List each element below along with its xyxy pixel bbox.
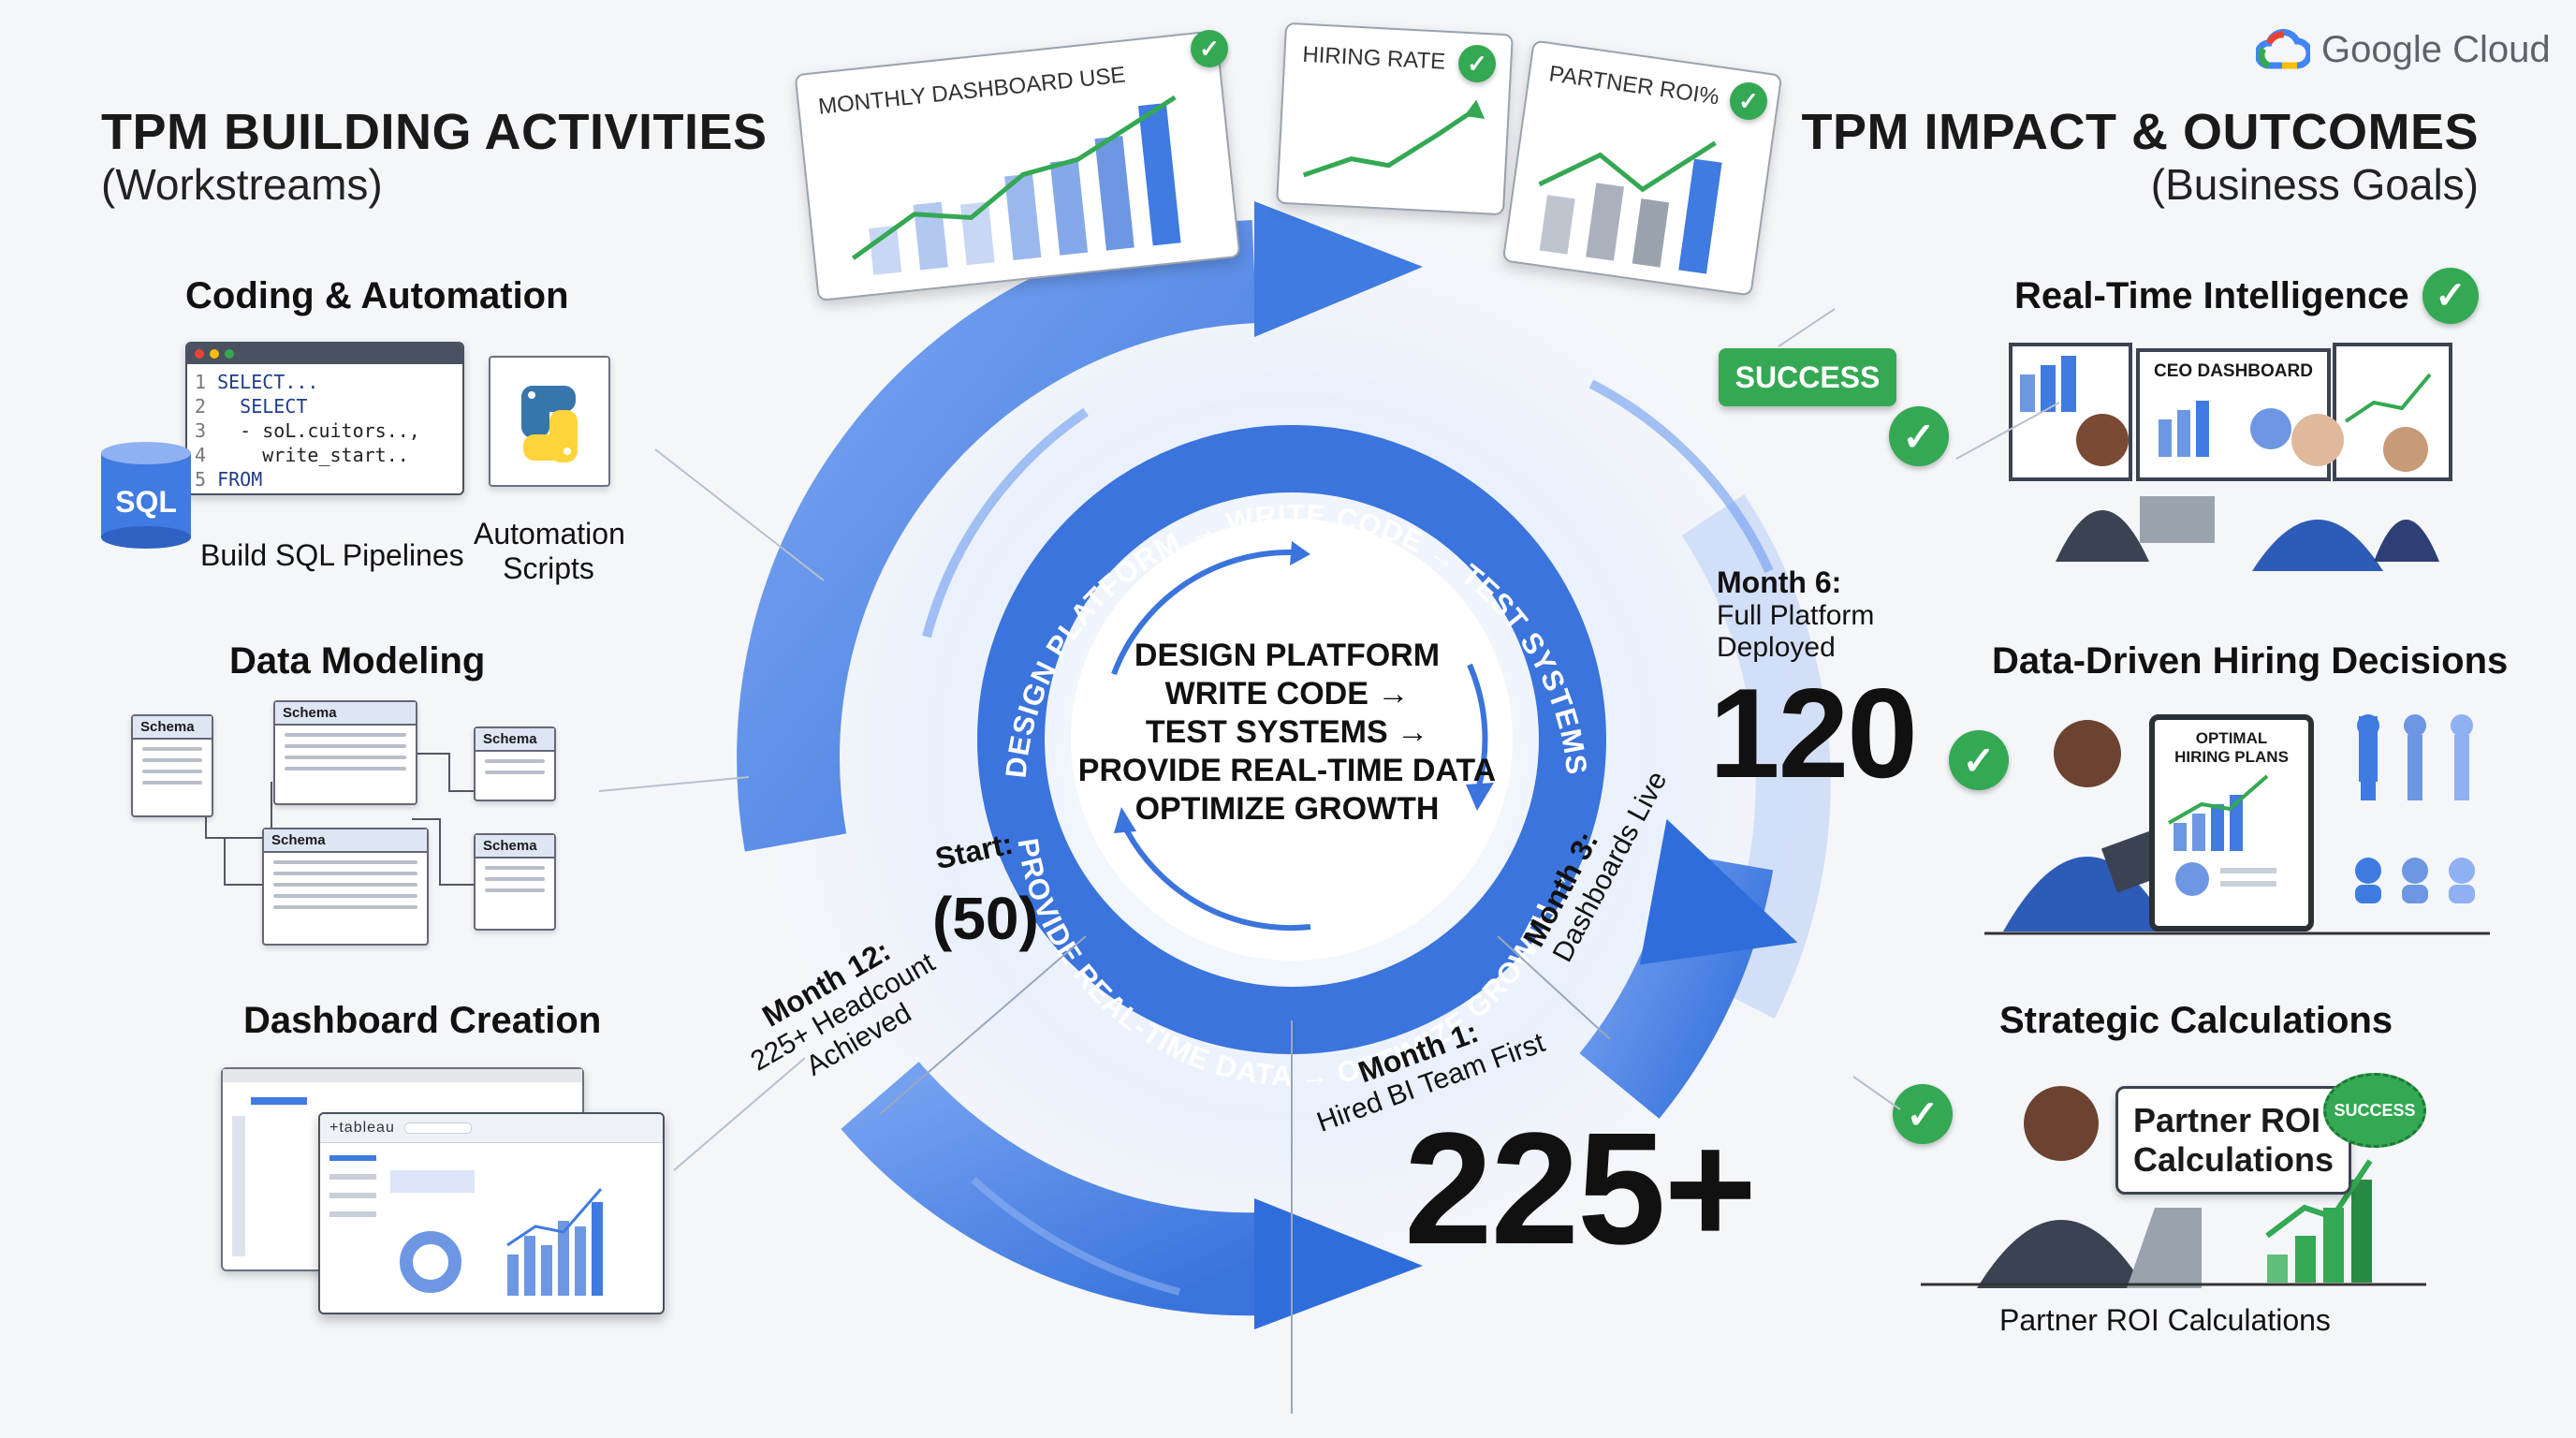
check-icon: ✓: [1730, 82, 1767, 120]
hiring-plans-line-1: OPTIMAL: [2195, 729, 2268, 747]
m6-text-1: Full Platform: [1717, 600, 1875, 631]
code-line: 2 SELECT: [195, 395, 308, 418]
python-file-icon: [489, 356, 610, 487]
dashboard-preview-chart: [390, 1170, 603, 1296]
m6-text-2: Deployed: [1717, 632, 1836, 663]
sql-badge: SQL: [115, 485, 177, 519]
schema-table: Schema: [273, 700, 417, 805]
cycle-center-text: DESIGN PLATFORM WRITE CODE → TEST SYSTEM…: [1062, 637, 1512, 829]
center-line-1: DESIGN PLATFORM: [1134, 638, 1441, 673]
dashboard-window-front: +tableau: [318, 1112, 665, 1314]
center-line-3: TEST SYSTEMS →: [1145, 714, 1429, 750]
schema-table: Schema: [262, 828, 429, 946]
automation-caption-2: Scripts: [503, 551, 594, 585]
m6-title: Month 6:: [1717, 565, 1842, 599]
outer-arc-left: [737, 220, 1257, 852]
data-modeling-title: Data Modeling: [229, 640, 486, 682]
schema-table: Schema: [131, 714, 213, 817]
code-lines: 1 SELECT... 2 SELECT 3 - soL.cuitors.., …: [187, 364, 462, 493]
strategic-title: Strategic Calculations: [1999, 1000, 2393, 1041]
code-line: 1 SELECT...: [195, 371, 319, 393]
search-bar: [403, 1123, 472, 1134]
outer-arc-bottom: [841, 1061, 1266, 1316]
partner-roi-chart: [1538, 140, 1722, 274]
code-line: 5 FROM: [195, 468, 263, 491]
hiring-tablet: OPTIMAL HIRING PLANS: [2149, 714, 2314, 932]
cloud-icon: [2256, 29, 2310, 69]
close-dot-icon: [195, 349, 204, 359]
center-line-4: PROVIDE REAL-TIME DATA: [1077, 753, 1497, 788]
code-editor-window: 1 SELECT... 2 SELECT 3 - soL.cuitors.., …: [185, 342, 464, 495]
google-cloud-logo: Google Cloud: [2256, 28, 2551, 71]
automation-caption: Automation Scripts: [474, 517, 625, 586]
coding-title: Coding & Automation: [185, 275, 569, 316]
hiring-title: Data-Driven Hiring Decisions: [1992, 640, 2509, 682]
schema-table: Schema: [474, 726, 556, 801]
partner-roi-card: PARTNER ROI%: [1501, 39, 1783, 297]
monthly-dashboard-chart: [851, 95, 1181, 275]
hiring-plans-line-2: HIRING PLANS: [2174, 748, 2289, 766]
hiring-rate-title: HIRING RATE: [1301, 41, 1446, 75]
milestone-month-6: Month 6: Full Platform Deployed: [1717, 565, 1874, 664]
sql-database-icon: SQL: [99, 440, 193, 550]
schema-table: Schema: [474, 833, 556, 931]
code-line: 3 - soL.cuitors..,: [195, 419, 420, 442]
ceo-dashboard-label: CEO DASHBOARD: [2154, 361, 2313, 381]
strategic-caption: Partner ROI Calculations: [1999, 1303, 2331, 1337]
success-seal: SUCCESS: [2323, 1073, 2426, 1148]
cycle-diagram: DESIGN PLATFORM → WRITE CODE → TEST SYST…: [655, 112, 1891, 1414]
hiring-illustration: OPTIMAL HIRING PLANS: [1984, 707, 2490, 936]
right-title: TPM IMPACT & OUTCOMES: [1801, 104, 2479, 160]
inner-disc: [1071, 519, 1513, 961]
check-icon: ✓: [1893, 1084, 1953, 1144]
left-subtitle: (Workstreams): [101, 160, 383, 209]
ceo-dashboard-illustration: CEO DASHBOARD: [2009, 337, 2452, 580]
check-icon: ✓: [1949, 730, 2009, 790]
center-line-5: OPTIMIZE GROWTH: [1134, 791, 1440, 827]
right-subtitle: (Business Goals): [2150, 160, 2479, 209]
partner-roi-card-right: Partner ROI Calculations: [2115, 1086, 2351, 1195]
left-title: TPM BUILDING ACTIVITIES: [101, 104, 768, 160]
check-icon: ✓: [1191, 30, 1228, 67]
check-icon: ✓: [1458, 45, 1496, 82]
minimize-dot-icon: [210, 349, 219, 359]
automation-caption-1: Automation: [474, 517, 625, 550]
outer-arrowhead-bottom: [1254, 1198, 1423, 1329]
m12-value: 225+: [1404, 1100, 1757, 1278]
strategic-illustration: Partner ROI Calculations SUCCESS: [1921, 1067, 2426, 1288]
tableau-logo: +tableau: [329, 1120, 395, 1136]
start-value: (50): [932, 885, 1039, 952]
partner-roi-line-1: Partner ROI: [2133, 1101, 2321, 1139]
hiring-rate-card: HIRING RATE: [1276, 22, 1514, 216]
dashboard-creation-title: Dashboard Creation: [243, 1000, 602, 1041]
monthly-dashboard-card: MONTHLY DASHBOARD USE: [794, 29, 1241, 302]
code-line: 4 write_start..: [195, 444, 409, 466]
logo-text: Google Cloud: [2321, 28, 2551, 70]
check-icon: ✓: [2422, 268, 2479, 324]
partner-roi-line-2: Calculations: [2133, 1140, 2334, 1179]
outer-arrowhead-top: [1254, 201, 1423, 337]
check-icon: ✓: [1889, 406, 1949, 466]
sql-caption: Build SQL Pipelines: [200, 538, 464, 572]
hiring-rate-chart: [1302, 99, 1486, 178]
monitor-center: CEO DASHBOARD: [2136, 348, 2331, 481]
intelligence-title: Real-Time Intelligence: [2014, 275, 2409, 316]
m6-value: 120: [1709, 662, 1918, 804]
outer-arrowhead-right: [1639, 818, 1798, 965]
center-line-2: WRITE CODE →: [1164, 676, 1410, 712]
maximize-dot-icon: [225, 349, 234, 359]
editor-titlebar: [187, 344, 462, 364]
people-illustration: [2020, 356, 2439, 571]
success-badge: SUCCESS: [1719, 348, 1896, 406]
